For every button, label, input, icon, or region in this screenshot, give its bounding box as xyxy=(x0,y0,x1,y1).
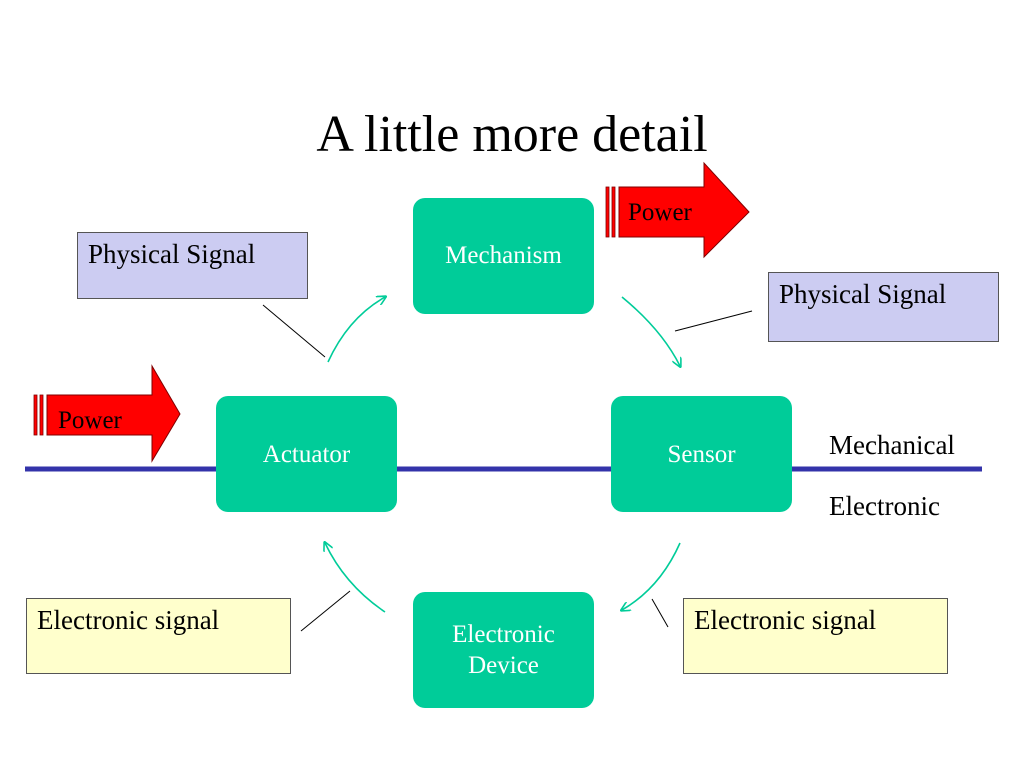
node-actuator-label: Actuator xyxy=(262,440,351,468)
node-mechanism-label: Mechanism xyxy=(445,242,562,269)
electronic-signal-box-left: Electronic signal xyxy=(26,598,291,674)
node-mechanism: Mechanism xyxy=(413,198,594,314)
arrow-actuator-to-mechanism xyxy=(327,297,385,363)
slide-title: A little more detail xyxy=(316,106,708,163)
physical-signal-box-left: Physical Signal xyxy=(77,232,308,299)
node-sensor-label: Sensor xyxy=(667,440,736,468)
mechanical-domain-label: Mechanical xyxy=(829,430,955,460)
node-electronic-device: Electronic Device xyxy=(413,592,594,708)
electronic-signal-box-right: Electronic signal xyxy=(683,598,948,674)
callout-line-physical-right xyxy=(674,310,753,332)
arrow-mechanism-to-sensor xyxy=(621,296,680,366)
callout-line-electronic-left xyxy=(300,590,351,632)
electronic-signal-left-label: Electronic signal xyxy=(37,605,220,635)
arrow-electronic-device-to-actuator xyxy=(325,543,386,613)
physical-signal-box-right: Physical Signal xyxy=(768,272,999,342)
physical-signal-right-label: Physical Signal xyxy=(779,279,947,309)
arrow-sensor-to-electronic-device xyxy=(622,542,681,610)
power-label-top: Power xyxy=(628,199,692,226)
power-label-left: Power xyxy=(58,407,122,434)
physical-signal-left-label: Physical Signal xyxy=(88,239,256,269)
node-electronic-device-label: Electronic Device xyxy=(452,621,555,679)
callout-line-electronic-right xyxy=(651,598,669,628)
electronic-domain-label: Electronic xyxy=(829,491,940,521)
power-arrow-left xyxy=(33,364,181,463)
node-sensor: Sensor xyxy=(611,396,792,512)
electronic-signal-right-label: Electronic signal xyxy=(694,605,877,635)
callout-line-physical-left xyxy=(262,304,326,358)
power-arrow-top xyxy=(605,161,750,259)
node-actuator: Actuator xyxy=(216,396,397,512)
